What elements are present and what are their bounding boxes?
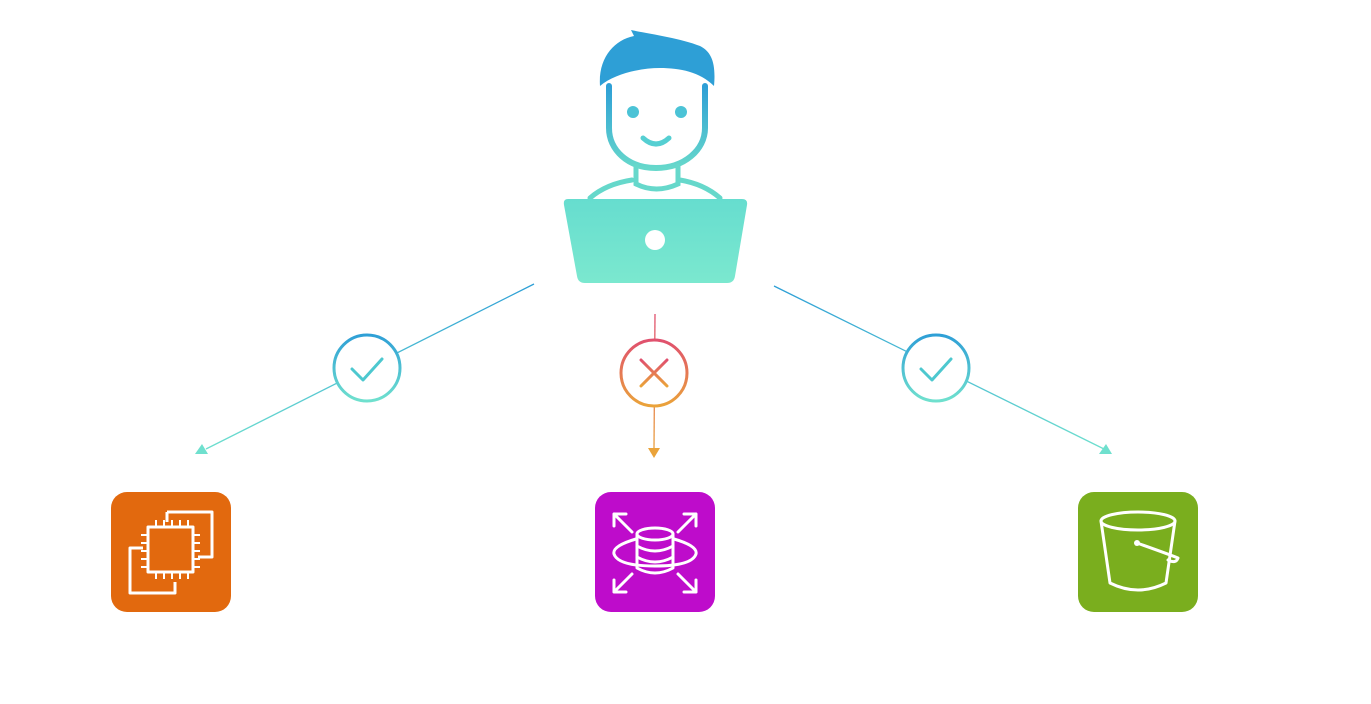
arrowhead	[648, 448, 660, 458]
face-outline	[606, 83, 708, 172]
status-circle	[332, 333, 402, 403]
rds-service-tile[interactable]	[595, 492, 715, 612]
tile-background	[1078, 492, 1198, 612]
hair-shape	[599, 30, 715, 86]
tile-background	[111, 492, 231, 612]
connection-ec2	[195, 283, 535, 454]
arrowhead	[1099, 444, 1112, 454]
ec2-service-tile[interactable]	[111, 492, 231, 612]
developer-with-laptop-icon	[563, 30, 748, 283]
left-eye	[627, 106, 639, 118]
smile	[640, 135, 672, 147]
s3-bucket-icon	[1099, 510, 1180, 592]
connection-s3	[773, 285, 1112, 454]
laptop-logo	[645, 230, 665, 250]
arrowhead	[195, 444, 208, 454]
rds-database-icon	[612, 512, 698, 594]
x-icon	[639, 358, 669, 388]
check-icon	[919, 357, 953, 382]
ec2-instances-icon	[128, 510, 214, 595]
neck-shoulders	[587, 163, 723, 201]
right-eye	[675, 106, 687, 118]
s3-service-tile[interactable]	[1078, 492, 1198, 612]
check-icon	[350, 357, 384, 382]
connection-rds	[619, 313, 689, 458]
status-circle	[901, 333, 971, 403]
